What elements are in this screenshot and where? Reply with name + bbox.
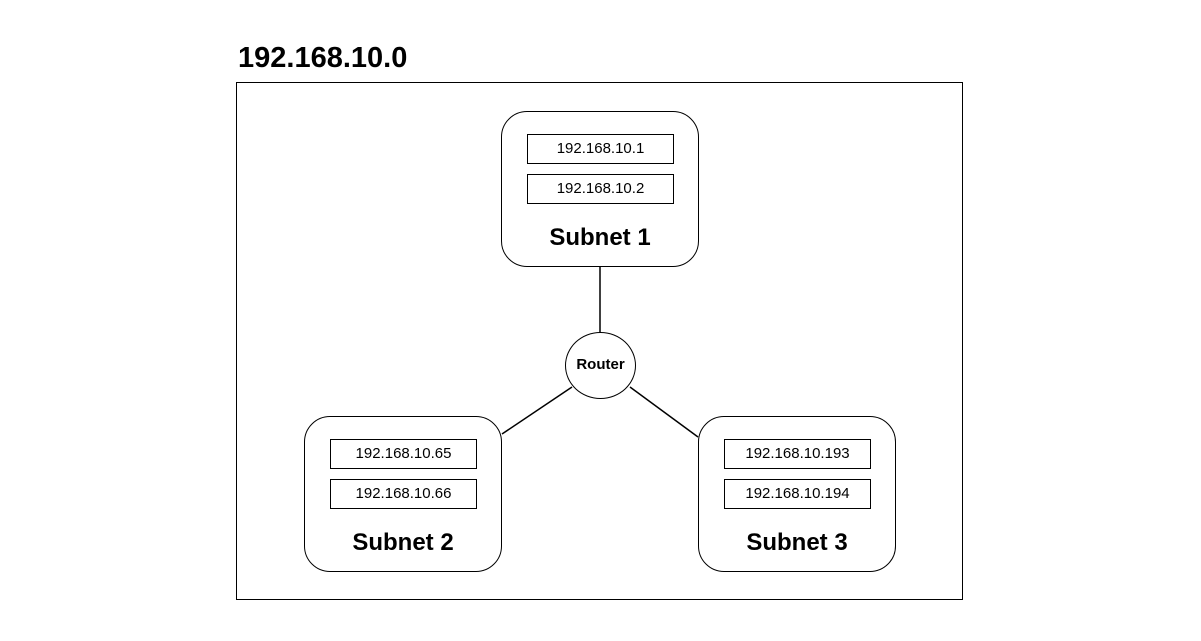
subnet-label: Subnet 1 <box>549 224 651 251</box>
subnet-label: Subnet 2 <box>352 529 454 556</box>
link-router-subnet-2 <box>501 386 573 435</box>
subnet-3-node[interactable]: 192.168.10.193 192.168.10.194 Subnet 3 <box>698 416 896 572</box>
network-boundary <box>236 82 963 600</box>
subnet-2-node[interactable]: 192.168.10.65 192.168.10.66 Subnet 2 <box>304 416 502 572</box>
host-address-box: 192.168.10.1 <box>527 134 674 164</box>
network-address-title: 192.168.10.0 <box>238 42 408 74</box>
link-router-subnet-3 <box>629 386 699 438</box>
router-node[interactable]: Router <box>565 332 636 399</box>
host-address-box: 192.168.10.65 <box>330 439 477 469</box>
host-address-box: 192.168.10.194 <box>724 479 871 509</box>
host-address-box: 192.168.10.193 <box>724 439 871 469</box>
host-address-box: 192.168.10.66 <box>330 479 477 509</box>
host-address-box: 192.168.10.2 <box>527 174 674 204</box>
subnet-label: Subnet 3 <box>746 529 848 556</box>
subnet-1-node[interactable]: 192.168.10.1 192.168.10.2 Subnet 1 <box>501 111 699 267</box>
